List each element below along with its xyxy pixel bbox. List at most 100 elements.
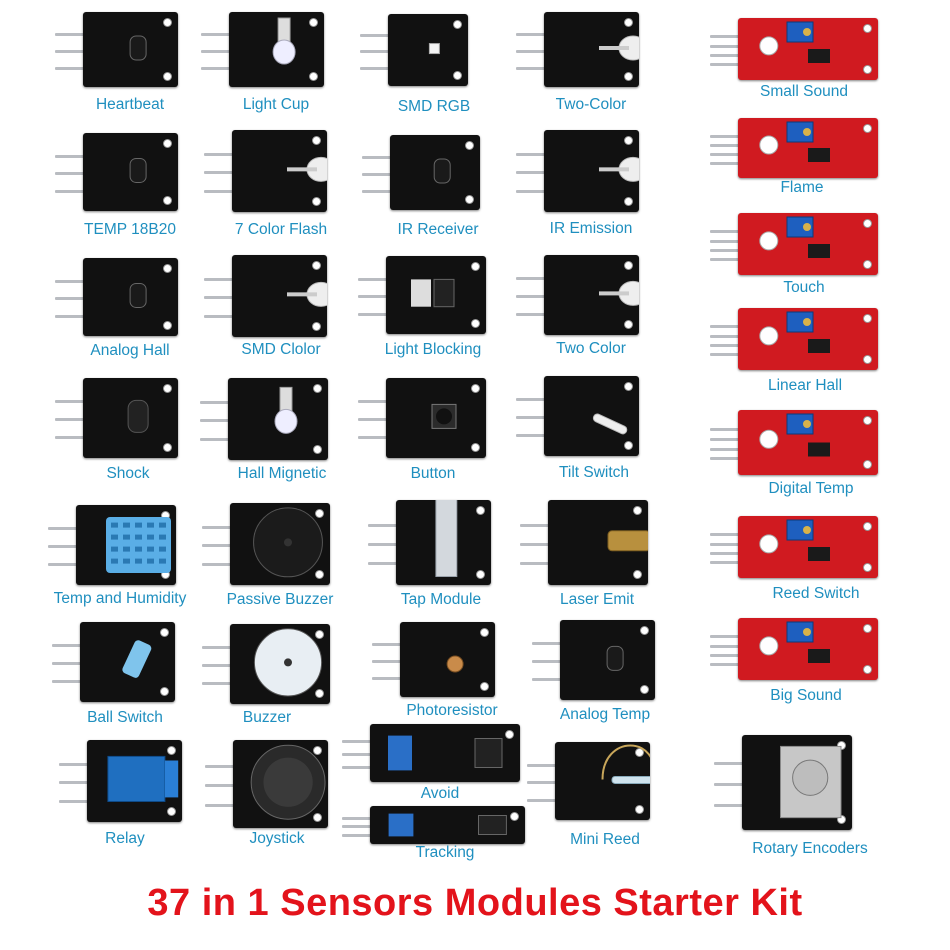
mount-hole [315, 630, 324, 639]
header-pin [520, 523, 552, 527]
header-pin [55, 297, 87, 301]
header-pin [372, 643, 404, 646]
pcb-board [560, 620, 655, 700]
header-pin [516, 434, 548, 438]
pcb-board [738, 618, 878, 680]
pcb-board [738, 308, 878, 370]
mount-hole [313, 384, 322, 393]
sensor-component [400, 622, 495, 697]
mount-hole [309, 18, 318, 27]
header-pin [710, 44, 742, 48]
module-label: SMD RGB [397, 98, 471, 115]
header-pin [55, 400, 87, 404]
module-label: SMD Clolor [241, 341, 321, 358]
sensor-component [738, 516, 878, 578]
pcb-board [738, 18, 878, 80]
mount-hole [313, 813, 322, 822]
header-pin [710, 239, 742, 243]
sensor-component [388, 14, 468, 86]
module-label: Tap Module [400, 591, 482, 608]
header-pin [342, 816, 374, 820]
mount-hole [510, 812, 519, 821]
pcb-board [80, 622, 175, 702]
sensor-component [83, 12, 178, 87]
pcb-board [396, 495, 491, 585]
header-pin [358, 436, 390, 440]
header-pin [710, 542, 742, 546]
mount-hole [309, 72, 318, 81]
header-pin [204, 152, 236, 156]
header-pin [527, 798, 559, 802]
pcb-board [370, 806, 525, 844]
sensor-component [548, 500, 651, 585]
pcb-board [87, 740, 182, 822]
sensor-component [544, 130, 648, 212]
pcb-board [388, 14, 468, 86]
mount-hole [312, 261, 321, 270]
pcb-board [400, 622, 495, 697]
module-label: Temp and Humidity [53, 590, 187, 607]
sensor-component [83, 258, 178, 336]
mount-hole [312, 197, 321, 206]
sensor-component [738, 213, 878, 275]
header-pin [55, 418, 87, 422]
sensor-component [230, 503, 330, 585]
module-label: Analog Temp [559, 706, 651, 723]
module-label: Joystick [249, 830, 305, 847]
mount-hole [471, 443, 480, 452]
header-pin [360, 50, 392, 54]
header-pin [710, 35, 742, 39]
pcb-board [738, 118, 878, 178]
header-pin [710, 663, 742, 667]
sensor-component [390, 135, 480, 210]
sensor-component [544, 255, 648, 335]
header-pin [48, 545, 80, 549]
mount-hole [624, 136, 633, 145]
module-label: Big Sound [770, 687, 842, 704]
sensor-component [87, 740, 182, 822]
header-pin [714, 782, 746, 786]
pcb-board [83, 378, 178, 458]
header-pin [710, 258, 742, 262]
header-pin [516, 295, 548, 299]
module-label: IR Emission [549, 220, 633, 237]
sensor-component [738, 618, 878, 680]
mount-hole [624, 261, 633, 270]
module-label: Hall Mignetic [237, 465, 327, 482]
header-pin [710, 53, 742, 57]
header-pin [710, 644, 742, 648]
header-pin [710, 447, 742, 451]
header-pin [710, 230, 742, 234]
header-pin [342, 740, 374, 744]
mount-hole [624, 18, 633, 27]
header-pin [368, 523, 400, 527]
mount-hole [633, 506, 642, 515]
header-pin [55, 279, 87, 283]
mount-hole [163, 139, 172, 148]
header-pin [55, 172, 87, 176]
pcb-board [544, 130, 648, 212]
sensor-component [396, 495, 491, 585]
mount-hole [480, 628, 489, 637]
module-label: Small Sound [760, 83, 848, 100]
mount-hole [315, 689, 324, 698]
mount-hole [312, 136, 321, 145]
pcb-board [83, 133, 178, 211]
mount-hole [167, 807, 176, 816]
sensor-component [555, 742, 656, 820]
header-pin [710, 561, 742, 565]
mount-hole [163, 443, 172, 452]
mount-hole [505, 730, 514, 739]
mount-hole [863, 124, 872, 133]
pcb-board [544, 12, 648, 87]
header-pin [202, 664, 234, 668]
mount-hole [863, 460, 872, 469]
header-pin [55, 189, 87, 193]
header-pin [710, 457, 742, 461]
header-pin [205, 804, 237, 808]
mount-hole [160, 687, 169, 696]
module-label: TEMP 18B20 [84, 221, 176, 238]
pcb-board [230, 624, 330, 704]
header-pin [516, 49, 548, 53]
module-label: Laser Emit [559, 591, 635, 608]
